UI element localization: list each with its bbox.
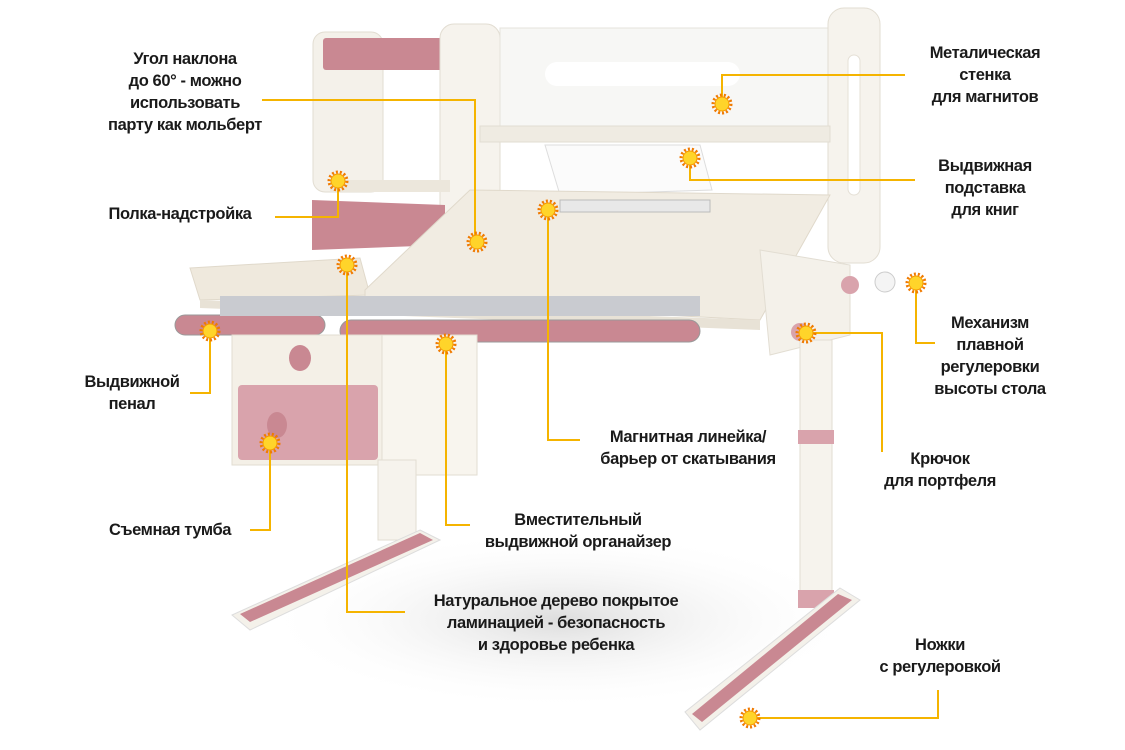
sun-marker-icon — [739, 707, 761, 729]
callout-height-mech: Механизм плавной регулеровки высоты стола — [934, 312, 1046, 400]
leader-line-organizer — [445, 344, 470, 526]
sun-marker-icon — [259, 432, 281, 454]
floor-shadow — [260, 530, 860, 710]
callout-line: пенал — [108, 395, 156, 413]
sun-marker-icon — [435, 333, 457, 355]
callout-line: Металическая — [929, 44, 1041, 62]
callout-shelf: Полка-надстройка — [109, 203, 252, 225]
leader-lines — [190, 74, 939, 719]
callout-line: для магнитов — [931, 88, 1039, 106]
sun-marker-icon — [537, 199, 559, 221]
sun-marker-icon — [905, 272, 927, 294]
callout-tilt: Угол наклона до 60° - можно использовать па… — [108, 48, 262, 136]
callout-line: Выдвижной — [84, 373, 180, 391]
leader-line-shelf — [275, 181, 339, 218]
leader-line-cabinet — [250, 443, 271, 531]
callout-line: выдвижной органайзер — [484, 533, 672, 551]
callout-line: с регулеровкой — [879, 658, 1001, 676]
leader-line-book-stand — [689, 158, 915, 181]
callout-organizer: Вместительный выдвижной органайзер — [484, 509, 672, 553]
callout-line: Вместительный — [514, 511, 642, 529]
callout-line: Съемная тумба — [108, 521, 232, 539]
sun-marker-icon — [336, 254, 358, 276]
callout-line: до 60° - можно — [128, 72, 242, 90]
callout-line: и здоровье ребенка — [477, 636, 635, 654]
sun-marker-icon — [795, 322, 817, 344]
callout-ruler: Магнитная линейка/барьер от скатывания — [600, 426, 776, 470]
sun-marker-icon — [466, 231, 488, 253]
callout-metal-wall: Металическая стенка для магнитов — [930, 42, 1041, 108]
callout-line: Магнитная линейка/ — [609, 428, 767, 446]
callout-line: барьер от скатывания — [600, 450, 776, 468]
callout-line: для книг — [951, 201, 1019, 219]
sun-marker-icon — [679, 147, 701, 169]
callout-line: Механизм — [951, 314, 1029, 332]
callout-line: подставка — [944, 179, 1026, 197]
callout-book-stand: Выдвижная подставка для книг — [938, 155, 1032, 221]
callout-line: парту как мольберт — [108, 116, 262, 134]
callout-line: для портфеля — [884, 472, 996, 490]
leader-line-height-mech — [915, 283, 935, 344]
callout-line: Крючок — [910, 450, 970, 468]
sun-marker-icon — [327, 170, 349, 192]
callout-cabinet: Съемная тумба — [109, 519, 231, 541]
callout-line: Ножки — [915, 636, 965, 654]
callout-line: Полка-надстройка — [108, 205, 252, 223]
sun-marker-icon — [711, 93, 733, 115]
leader-line-legs — [750, 690, 939, 719]
markers — [199, 93, 927, 729]
callout-line: Угол наклона — [133, 50, 237, 68]
leader-line-ruler — [547, 210, 580, 441]
callout-pencil-case: Выдвижной пенал — [84, 371, 179, 415]
leader-line-tilt — [262, 99, 476, 242]
callout-line: ламинацией - безопасность — [446, 614, 666, 632]
leader-line-hook — [806, 332, 883, 452]
callout-wood: Натуральное дерево покрытое ламинацией - … — [434, 590, 679, 656]
callout-legs: Ножки с регулеровкой — [879, 634, 1001, 678]
leader-line-pencil-case — [190, 331, 211, 394]
callout-line: использовать — [130, 94, 240, 112]
leader-line-metal-wall — [721, 74, 905, 104]
hutch — [312, 7, 881, 264]
callout-line: Выдвижная — [938, 157, 1032, 175]
callout-line: стенка — [959, 66, 1011, 84]
sun-marker-icon — [199, 320, 221, 342]
callout-line: регулеровки — [940, 358, 1040, 376]
legs — [231, 339, 861, 731]
callout-line: высоты стола — [934, 380, 1046, 398]
callout-hook: Крючок для портфеля — [884, 448, 996, 492]
callout-line: Натуральное дерево покрытое — [433, 592, 679, 610]
callout-line: плавной — [956, 336, 1024, 354]
leader-line-wood — [346, 265, 405, 613]
